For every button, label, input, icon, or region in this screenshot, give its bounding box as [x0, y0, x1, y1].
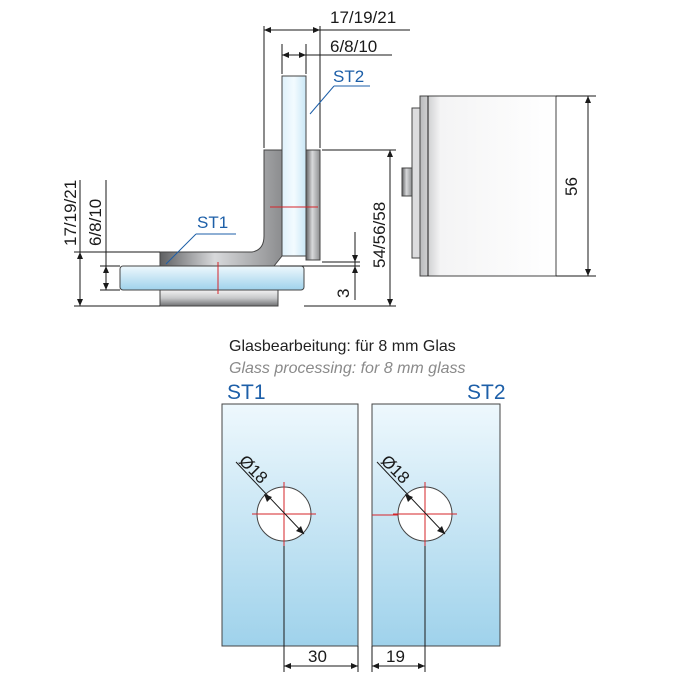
vertical-glass — [281, 75, 307, 257]
caption-english: Glass processing: for 8 mm glass — [229, 360, 466, 377]
label-st1: ST1 — [197, 213, 228, 232]
arrow-8 — [103, 283, 109, 290]
arrow-15 — [296, 526, 304, 534]
arrow-7 — [103, 266, 109, 273]
clamp-plate-right — [305, 149, 321, 261]
arrow-17 — [437, 526, 445, 534]
dim-side: 56 — [562, 177, 581, 196]
glass-processing-view: ST1 ST2 Ø18 Ø18 30 19 — [221, 381, 506, 672]
dim-height: 54/56/58 — [370, 202, 389, 268]
caption-german: Glasbearbeitung: für 8 mm Glas — [229, 338, 456, 355]
dim-top-inner: 6/8/10 — [330, 37, 377, 56]
arrow-12 — [352, 266, 358, 273]
arrow-20 — [351, 663, 358, 669]
arrow-11 — [352, 255, 358, 262]
dim-left-outer: 17/19/21 — [61, 180, 80, 246]
arrow-14 — [585, 269, 591, 276]
arrow-21 — [372, 663, 379, 669]
arrow-4 — [299, 52, 306, 58]
side-inner-plate — [411, 107, 421, 259]
dim-top-outer: 17/19/21 — [330, 8, 396, 27]
horizontal-glass — [119, 265, 305, 291]
l-bracket — [159, 149, 283, 267]
arrow-18 — [405, 494, 413, 502]
dim-gap: 3 — [334, 289, 353, 298]
clamp-plate-bottom — [159, 289, 279, 307]
arrow-10 — [387, 299, 393, 306]
arrow-9 — [387, 150, 393, 157]
st1-leader — [165, 233, 197, 265]
dim-left-inner: 6/8/10 — [86, 199, 105, 246]
arrow-19 — [284, 663, 291, 669]
arrow-16 — [264, 494, 272, 502]
arrow-2 — [313, 27, 320, 33]
arrow-6 — [77, 299, 83, 306]
arrow-22 — [418, 663, 425, 669]
hinge-section-view: 17/19/21 6/8/10 ST2 ST1 17/19/21 6/8/10 … — [61, 8, 410, 307]
arrow-5 — [77, 252, 83, 259]
panel-label-st2: ST2 — [467, 381, 506, 404]
panel-label-st1: ST1 — [227, 381, 266, 404]
label-st2: ST2 — [333, 67, 364, 86]
st2-leader — [309, 85, 335, 115]
arrow-1 — [264, 27, 271, 33]
side-body — [419, 95, 557, 277]
side-small-knob — [401, 167, 413, 197]
dim-bottom-left: 30 — [308, 647, 327, 666]
arrow-13 — [585, 96, 591, 103]
dim-bottom-right: 19 — [386, 647, 405, 666]
hinge-side-view: 56 — [401, 95, 596, 277]
arrow-3 — [282, 52, 289, 58]
